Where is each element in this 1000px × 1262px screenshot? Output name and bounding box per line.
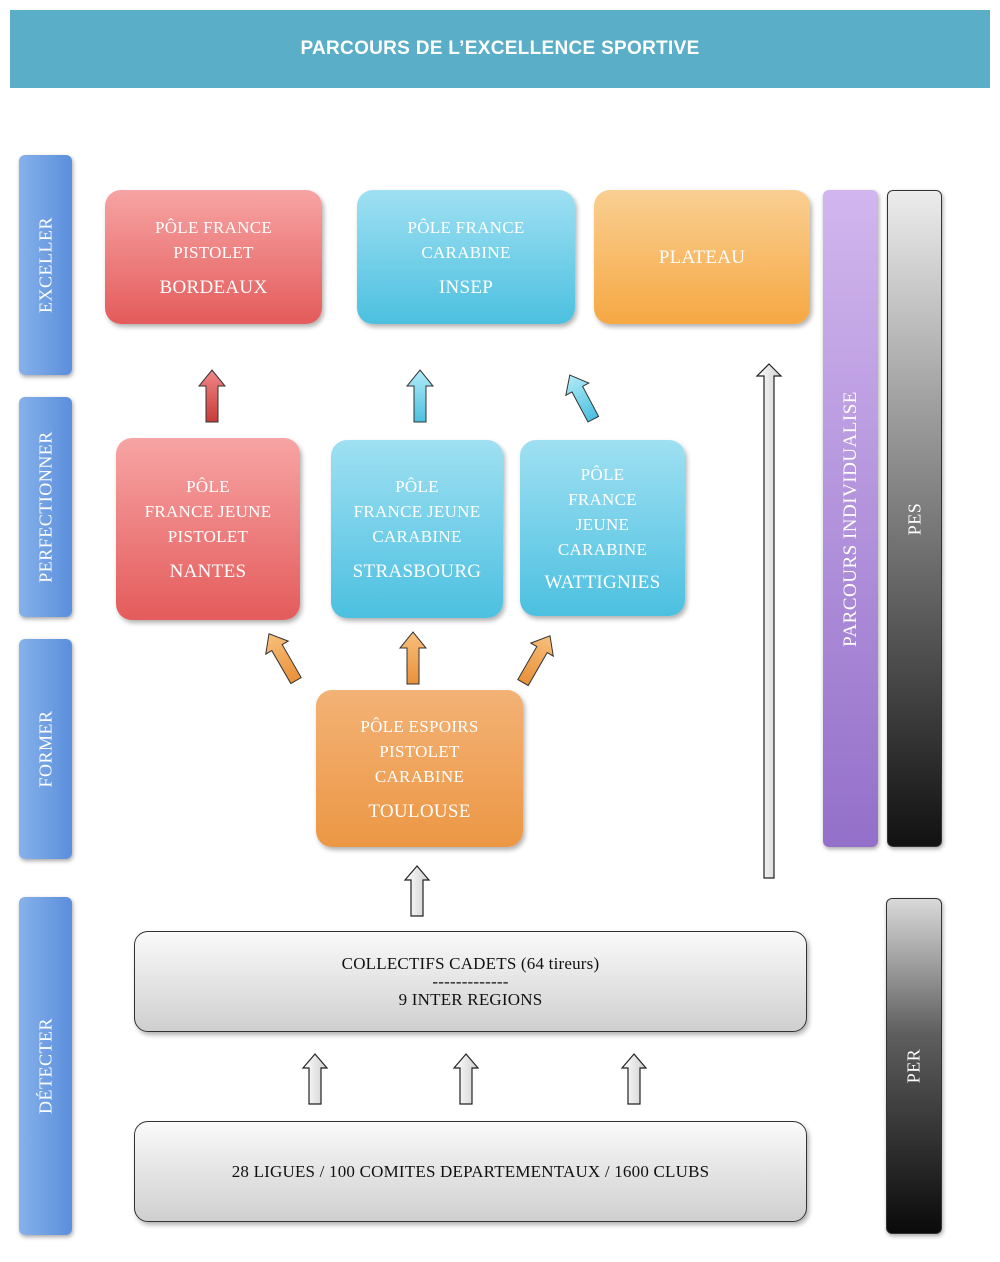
inter-regions-line: 9 INTER REGIONS [398,989,543,1009]
box-line: FRANCE [568,489,637,509]
box-city: WATTIGNIES [544,571,661,593]
box-line: JEUNE [575,514,630,534]
arrow-diagonal-cyan-icon [565,374,600,423]
pes-bar: PES [887,190,942,847]
stage-former-label: FORMER [35,710,55,788]
arrow-up-white-icon [452,1053,480,1105]
box-label: PLATEAU [658,246,746,268]
arrow-up-cyan-icon [405,369,435,423]
cadets-line: COLLECTIFS CADETS (64 tireurs) [341,953,600,973]
box-line: FRANCE JEUNE [144,502,272,521]
stage-detecter-label: DÉTECTER [35,1018,55,1114]
cadets-separator: ------------- [432,971,509,991]
pole-espoirs-box: PÔLE ESPOIRS PISTOLET CARABINE TOULOUSE [316,690,523,847]
pole-france-jeune-carabine-wattignies-box: PÔLE FRANCE JEUNE CARABINE WATTIGNIES [520,440,685,616]
box-line: CARABINE [372,527,462,546]
arrow-up-white-icon [620,1053,648,1105]
header-banner: PARCOURS DE L’EXCELLENCE SPORTIVE [10,10,990,88]
arrow-diagonal-left-orange-icon [265,633,302,685]
box-city: TOULOUSE [368,800,471,822]
box-city: BORDEAUX [159,276,268,298]
stage-detecter: DÉTECTER [19,897,72,1235]
box-line: PÔLE [395,477,439,496]
box-city: INSEP [438,276,494,298]
stage-exceller: EXCELLER [19,155,72,375]
pole-france-pistolet-box: PÔLE FRANCE PISTOLET BORDEAUX [105,190,322,324]
box-line: PISTOLET [173,242,254,262]
stage-perfectionner: PERFECTIONNER [19,397,72,617]
box-line: PÔLE FRANCE [407,217,525,237]
pes-label: PES [904,502,924,535]
box-line: PÔLE [580,464,625,484]
box-line: PÔLE ESPOIRS [360,716,479,736]
box-line: CARABINE [421,242,511,262]
box-line: FRANCE JEUNE [353,502,481,521]
ligues-clubs-label: 28 LIGUES / 100 COMITES DEPARTEMENTAUX /… [231,1161,710,1181]
box-line: PÔLE FRANCE [154,217,273,237]
pole-france-jeune-pistolet-box: PÔLE FRANCE JEUNE PISTOLET NANTES [116,438,300,620]
arrow-up-white-tall-icon [755,363,783,879]
box-line: PISTOLET [167,527,249,546]
ligues-clubs-box: 28 LIGUES / 100 COMITES DEPARTEMENTAUX /… [134,1121,807,1222]
parcours-individualise-label: PARCOURS INDIVIDUALISE [839,390,861,647]
box-line: CARABINE [557,539,648,559]
pole-france-carabine-box: PÔLE FRANCE CARABINE INSEP [357,190,575,324]
box-line: CARABINE [374,766,465,786]
per-bar: PER [886,898,942,1234]
box-line: PISTOLET [379,741,460,761]
arrow-up-white-icon [301,1053,329,1105]
stage-exceller-label: EXCELLER [35,217,55,313]
per-label: PER [903,1048,924,1084]
arrow-up-white-icon [403,865,431,917]
box-line: PÔLE [186,477,230,496]
box-city: STRASBOURG [352,561,482,582]
arrow-up-orange-icon [398,631,428,685]
arrow-diagonal-right-orange-icon [517,635,554,687]
page-title: PARCOURS DE L’EXCELLENCE SPORTIVE [300,38,700,59]
arrow-up-red-icon [197,369,227,423]
stage-perfectionner-label: PERFECTIONNER [35,431,55,583]
box-city: NANTES [169,561,247,582]
stage-former: FORMER [19,639,72,859]
plateau-box: PLATEAU [594,190,810,324]
collectifs-cadets-box: COLLECTIFS CADETS (64 tireurs) ---------… [134,931,807,1032]
pole-france-jeune-carabine-box: PÔLE FRANCE JEUNE CARABINE STRASBOURG [331,440,503,618]
parcours-individualise-bar: PARCOURS INDIVIDUALISE [823,190,878,847]
